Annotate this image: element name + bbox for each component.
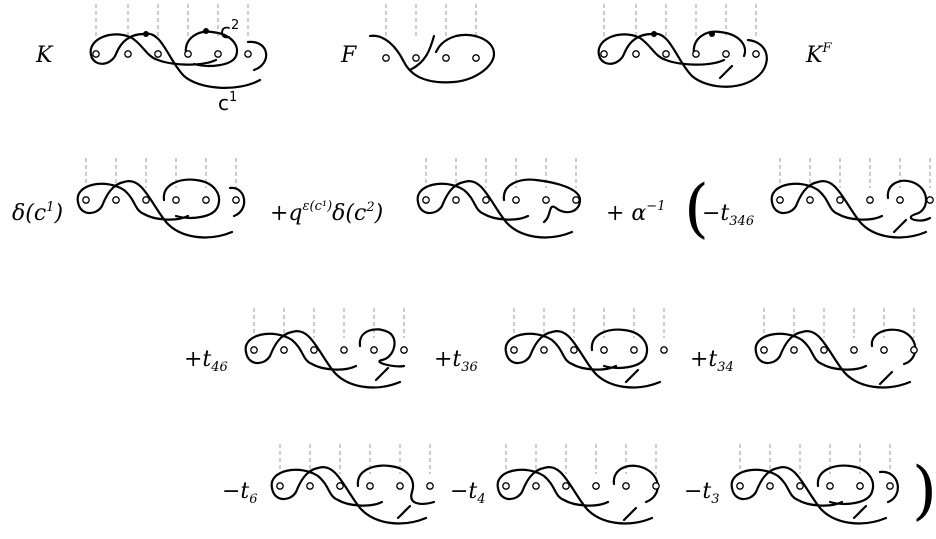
open-paren: ( [684,172,709,246]
q-delta-c2-term: +qε(c¹)δ(c2) [270,199,383,226]
t3-term: −t3 [684,479,720,507]
c2-label: c2 [220,18,239,43]
knot-diagram-2b [416,157,582,239]
knot-K-label: K [35,43,54,68]
row-1: K c2 c1 F [35,4,832,115]
t34-term: +t34 [690,347,734,375]
knot-diagram-2c [770,157,934,239]
row-2: δ(c1) +qε(c¹)δ(c2) + α−1 ( −t346 [12,157,934,246]
alpha-term: + α−1 [606,199,665,226]
delta-c1-term: δ(c1) [12,200,63,226]
knot-diagram-3c [754,307,918,389]
t36-term: +t36 [434,347,478,375]
t346-term: −t346 [702,201,754,229]
knot-F-diagram [368,4,496,84]
knot-diagram-2a [76,157,246,239]
t6-term: −t6 [222,479,258,507]
knot-diagram-4a [270,443,436,525]
knot-KF-label: KF [805,41,832,68]
knot-diagram-4b [496,443,660,525]
row-3: +t46 +t36 +t34 [184,307,918,389]
knot-F-label: F [340,43,357,68]
row-4: −t6 −t4 −t3 ) [222,443,936,528]
knot-K-diagram [89,4,268,89]
t4-term: −t4 [450,479,486,507]
knot-diagram-3a [244,307,408,389]
knot-diagram-4c [730,443,899,525]
c1-label: c1 [218,90,237,115]
knot-KF-diagram [597,4,768,88]
knot-diagram-3b [504,307,668,389]
t46-term: +t46 [184,347,228,375]
close-paren: ) [912,454,936,528]
